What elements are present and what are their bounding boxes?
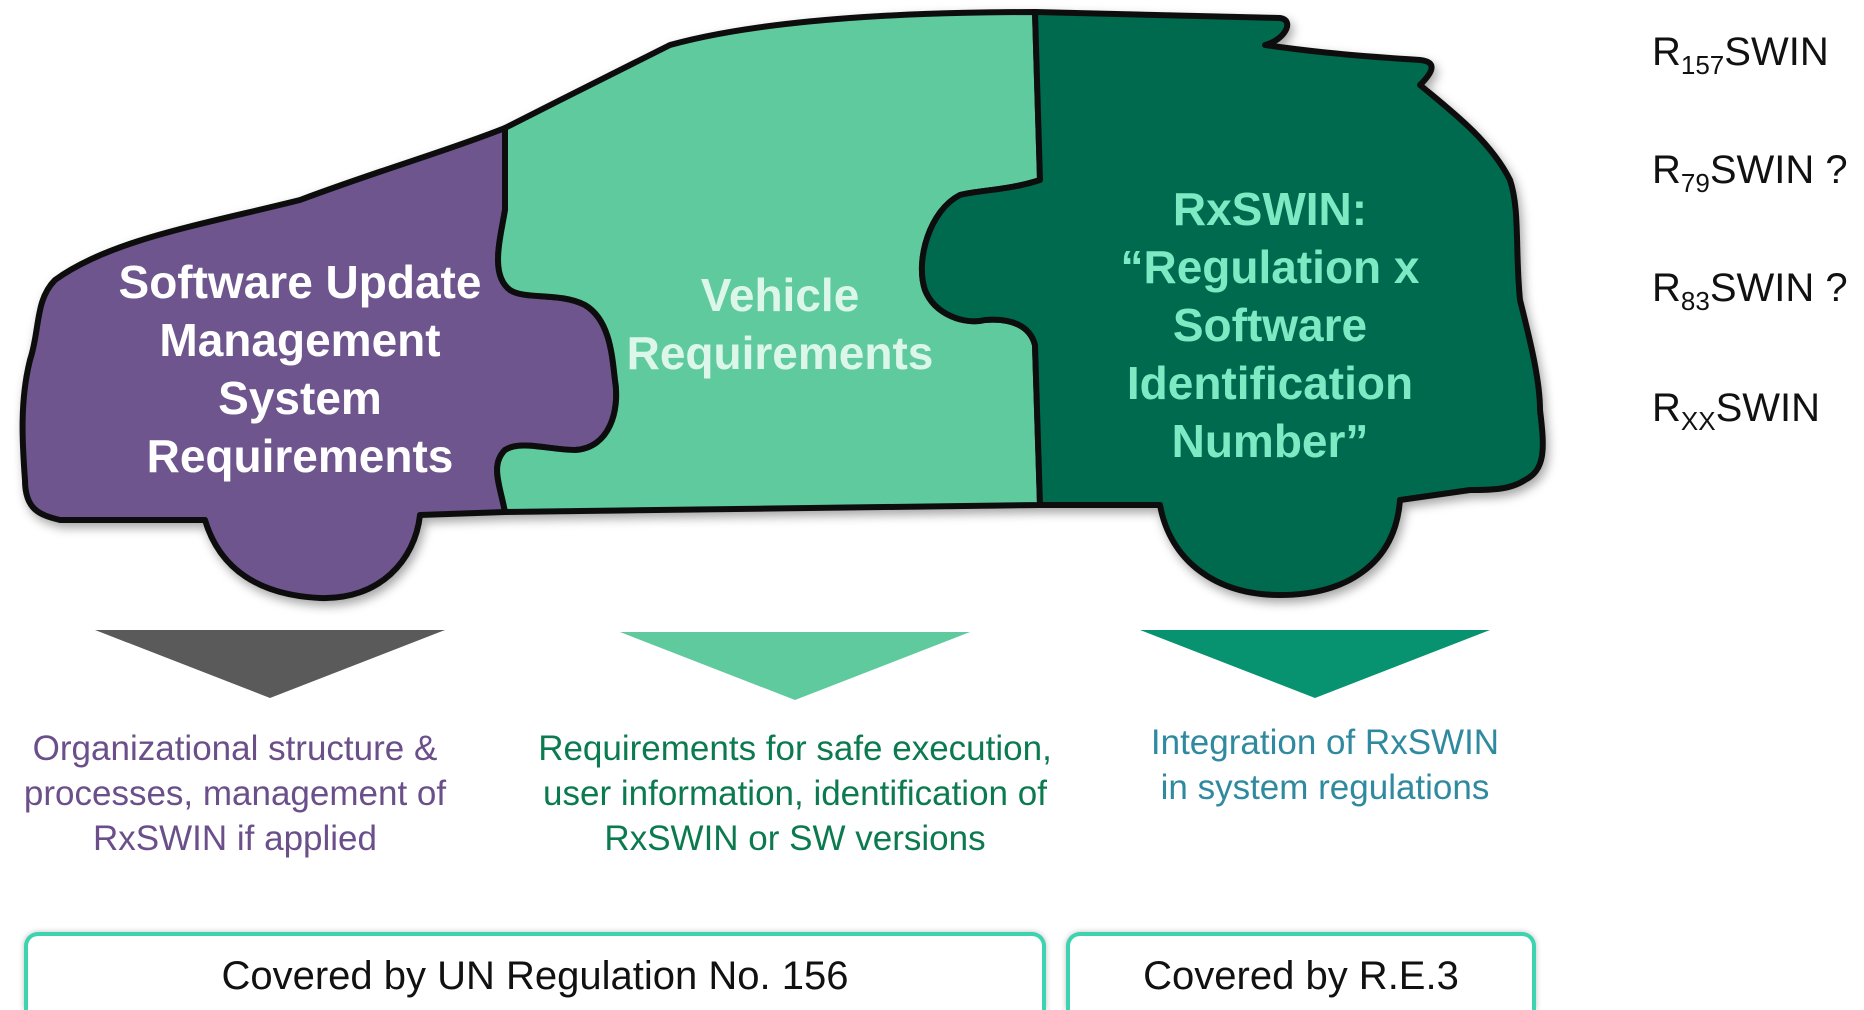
swin-subscript: 83 (1680, 286, 1710, 316)
software-update-description: Organizational structure & processes, ma… (0, 726, 470, 861)
swin-subscript: 79 (1680, 168, 1710, 198)
software-update-line: Requirements (146, 430, 454, 482)
rxswin-line: RxSWIN: (1172, 183, 1368, 235)
rxswin-line: “Regulation x (1120, 241, 1420, 293)
description-line: Requirements for safe execution, (538, 729, 1052, 768)
swin-item: R83SWIN ? (1652, 266, 1848, 317)
un-regulation-box: Covered by UN Regulation No. 156 (24, 932, 1046, 1010)
rxswin-description: Integration of RxSWIN in system regulati… (1110, 720, 1540, 810)
vehicle-description: Requirements for safe execution, user in… (510, 726, 1080, 861)
swin-item: R79SWIN ? (1652, 148, 1848, 199)
swin-prefix: R (1652, 148, 1681, 192)
description-line: RxSWIN if applied (93, 819, 377, 858)
arrow-down-icon (620, 632, 970, 700)
rxswin-line: Number” (1171, 415, 1369, 467)
rxswin-label: RxSWIN: “Regulation x Software Identific… (1080, 180, 1460, 470)
description-line: user information, identification of (543, 774, 1047, 813)
swin-subscript: XX (1680, 406, 1716, 436)
rxswin-line: Software (1172, 299, 1368, 351)
rxswin-line: Identification (1126, 357, 1414, 409)
rxswin-piece (918, 9, 1546, 598)
arrow-down-icon (95, 630, 445, 698)
software-update-line: System (218, 372, 382, 424)
arrow-down-icon (1140, 630, 1490, 698)
swin-prefix: R (1652, 386, 1681, 430)
description-line: processes, management of (23, 774, 447, 813)
description-line: RxSWIN or SW versions (604, 819, 986, 858)
software-update-line: Management (159, 314, 441, 366)
swin-item: R157SWIN (1652, 30, 1829, 81)
re3-box: Covered by R.E.3 (1066, 932, 1536, 1010)
swin-prefix: R (1652, 30, 1681, 74)
software-update-line: Software Update (118, 256, 482, 308)
vehicle-line: Requirements (626, 327, 934, 379)
description-line: Organizational structure & (32, 729, 438, 768)
swin-suffix: SWIN (1715, 386, 1821, 430)
swin-prefix: R (1652, 266, 1681, 310)
vehicle-label: Vehicle Requirements (600, 266, 960, 382)
swin-suffix: SWIN (1724, 30, 1829, 74)
vehicle-line: Vehicle (700, 269, 860, 321)
swin-suffix: SWIN ? (1709, 148, 1848, 192)
description-line: in system regulations (1160, 768, 1490, 807)
swin-subscript: 157 (1680, 50, 1725, 80)
swin-item: RXXSWIN (1652, 386, 1820, 437)
un-regulation-label: Covered by UN Regulation No. 156 (221, 954, 849, 998)
software-update-label: Software Update Management System Requir… (80, 253, 520, 485)
swin-suffix: SWIN ? (1709, 266, 1848, 310)
re3-label: Covered by R.E.3 (1143, 954, 1459, 998)
description-line: Integration of RxSWIN (1150, 723, 1500, 762)
